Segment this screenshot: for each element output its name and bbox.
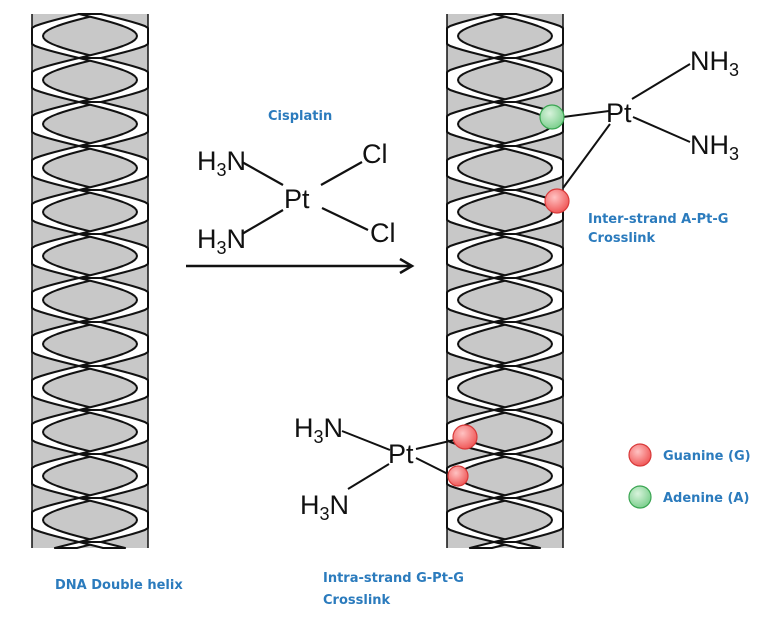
inter-strand-label-line2: Crosslink: [588, 231, 656, 246]
legend-guanine-swatch: [628, 443, 652, 467]
guanine-base: [544, 188, 570, 214]
h3n-top-left: H3N: [197, 146, 246, 180]
cisplatin-label: Cisplatin: [268, 109, 332, 124]
intra-strand-label-line2: Crosslink: [323, 593, 391, 608]
dna-double-helix-right: [446, 13, 564, 549]
platinum-atom: Pt: [606, 98, 632, 128]
h3n-bottom: H3N: [300, 490, 349, 524]
inter-strand-crosslink: Pt NH3 NH3 Inter-strand A-Pt-G Crosslink: [539, 46, 739, 246]
guanine-base-2: [447, 465, 469, 487]
bond-pt-g2: [415, 457, 449, 475]
intra-strand-label-line1: Intra-strand G-Pt-G: [323, 571, 464, 586]
bond-pt-nh3-top: [631, 63, 691, 100]
dna-double-helix-left: [31, 13, 149, 549]
bond-n-pt-top: [241, 161, 284, 186]
dna-helix-label: DNA Double helix: [55, 578, 183, 593]
reaction-arrow: [186, 257, 415, 275]
bond-pt-cl-top: [320, 161, 363, 186]
helix-strand: [78, 541, 127, 549]
guanine-base-1: [452, 424, 478, 450]
inter-strand-label-line1: Inter-strand A-Pt-G: [588, 212, 728, 227]
nh3-top: NH3: [690, 46, 739, 80]
bond-a-pt: [562, 110, 610, 118]
h3n-top: H3N: [294, 413, 343, 447]
bond-nh3-pt-bottom: [347, 463, 390, 490]
bond-pt-cl-bottom: [321, 207, 369, 231]
legend-adenine-swatch: [628, 485, 652, 509]
helix-strand: [493, 541, 542, 549]
bond-pt-nh3-bottom: [632, 116, 691, 143]
platinum-atom: Pt: [388, 439, 414, 469]
cisplatin-structure: Cisplatin H3N H3N Pt Cl Cl: [197, 109, 396, 258]
platinum-atom: Pt: [284, 184, 310, 214]
adenine-base: [539, 104, 565, 130]
chloride-bottom: Cl: [370, 218, 396, 248]
chloride-top: Cl: [362, 139, 388, 169]
bond-g-pt: [562, 123, 611, 189]
bond-nh3-pt-top: [341, 430, 391, 451]
legend-adenine-label: Adenine (A): [663, 491, 749, 506]
bond-pt-g1: [415, 439, 455, 450]
legend-guanine-label: Guanine (G): [663, 449, 751, 464]
bond-n-pt-bottom: [241, 209, 284, 235]
h3n-bottom-left: H3N: [197, 224, 246, 258]
legend: Guanine (G) Adenine (A): [628, 443, 751, 509]
nh3-bottom: NH3: [690, 130, 739, 164]
intra-strand-crosslink: H3N H3N Pt Intra-strand G-Pt-G Crosslink: [294, 413, 478, 608]
